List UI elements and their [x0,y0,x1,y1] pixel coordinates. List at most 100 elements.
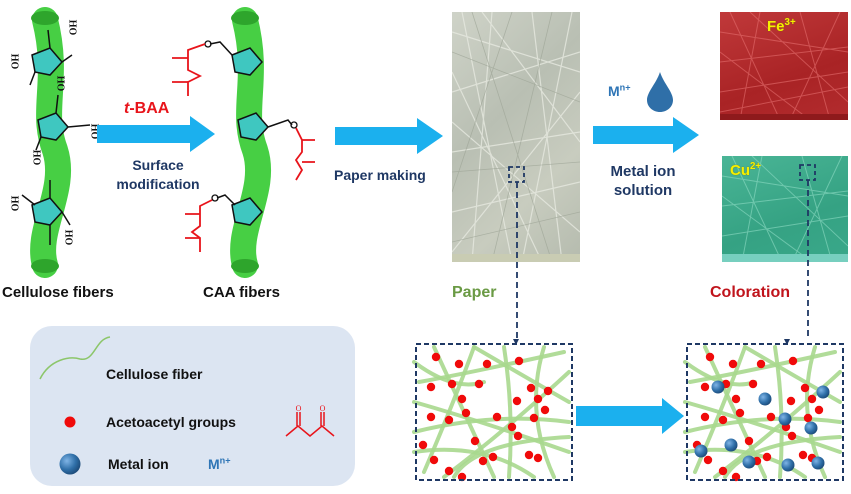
glucose-ring [37,112,70,141]
reagent-prefix: t [124,100,130,117]
paper-sheet-image [452,12,580,262]
acetoacetyl-dot [814,405,824,415]
acetoacetyl-dot [803,413,813,423]
metal-ion-sphere [758,392,772,406]
acetoacetyl-dot [426,412,436,422]
caa-fiber-structure [172,7,315,278]
glucose-ring [231,197,264,226]
fiber-strand [743,345,842,404]
metal-ion-arrow [593,117,699,153]
acetoacetyl-dot [444,466,454,476]
modification-arrow [97,116,215,152]
acetoacetyl-dot [461,408,471,418]
acetoacetyl-dot [800,383,810,393]
paper-caption: Paper [452,284,497,301]
hydroxyl-label: HO [66,19,78,36]
fiber-strand [417,350,566,384]
acetoacetyl-dot [474,379,484,389]
hydroxyl-label: HO [8,195,20,212]
acetoacetyl-dot [526,383,536,393]
fiber-strand [534,345,556,479]
acetoacetyl-dot [788,356,798,366]
hydroxyl-label: HO [62,229,74,246]
metal-ion-sphere [742,455,756,469]
acetoacetyl-dot [543,386,553,396]
acetoacetyl-dot [807,394,817,404]
acetoacetyl-group [294,127,315,181]
acetoacetyl-dot [533,453,543,463]
acetoacetyl-dot [513,431,523,441]
metal-symbol-base: M [208,456,220,472]
paper-making-label: Paper making [334,167,426,183]
hydroxyl-label: HO [8,53,20,70]
acetoacetyl-dot [766,412,776,422]
label-line: modification [116,176,200,192]
acetoacetyl-dot [492,412,502,422]
acetoacetyl-dot [787,431,797,441]
metal-ion-sphere [711,380,725,394]
legend-label-acetoacetyl: Acetoacetyl groups [106,414,236,430]
hydroxyl-label: HO [30,149,42,166]
metal-ion-sphere [778,412,792,426]
dashed-frame [415,343,573,481]
legend-panel: Cellulose fiber Acetoacetyl groups O O M… [30,326,355,486]
fiber-strand [683,416,842,434]
transformation-arrow [576,398,684,434]
fe-colored-paper: Fe3+ [720,12,848,120]
svg-text:O: O [296,404,302,413]
fiber-strand [412,416,571,434]
surface-modification-label: Surface modification [104,156,212,194]
acetoacetyl-dot [429,455,439,465]
red-dot-icon [64,416,76,428]
acetoacetyl-dot [514,356,524,366]
callout-pointer [513,339,519,345]
acetoacetyl-dot [529,413,539,423]
metal-ion-sphere [724,438,738,452]
acetoacetyl-dot [454,359,464,369]
dashed-frame [686,343,844,481]
label-line: solution [613,182,673,199]
acetoacetyl-dot [507,422,517,432]
paper-zoom-callout [508,166,525,339]
water-drop-icon [647,72,673,112]
acetoacetyl-dot [482,359,492,369]
acetoacetyl-dot [540,405,550,415]
metal-symbol-charge: n+ [219,455,231,466]
acetoacetyl-dot [457,394,467,404]
callout-pointer [784,339,790,345]
label-line: Metal ion [610,163,676,180]
acetoacetyl-dot [756,359,766,369]
metal-ion-sphere [804,421,818,435]
paper-making-arrow [335,118,443,154]
coloration-zoom-callout [799,164,816,339]
cellulose-fiber-line-icon [39,336,111,380]
acetoacetyl-dot [524,450,534,460]
reagent-suffix: -BAA [129,100,170,117]
acetoacetyl-dot [735,408,745,418]
cu-ion-label: Cu2+ [730,162,761,179]
acetoacetyl-dot [731,394,741,404]
acetoacetyl-dot [700,382,710,392]
fiber-strand [452,435,571,479]
glucose-ring [231,47,264,76]
metal-ion-sphere [811,456,825,470]
metal-ion-symbol: Mn+ [608,83,631,99]
metal-ion-charge: n+ [619,82,631,93]
metal-ion-solution-label: Metal ion solution [598,162,688,200]
fiber-strand [688,350,837,384]
metal-ion-sphere [816,385,830,399]
svg-text:O: O [320,404,326,413]
fiber-strand [422,345,476,474]
acetoacetyl-dot [700,412,710,422]
acetoacetyl-dot [533,394,543,404]
acetoacetyl-dot [426,382,436,392]
acetoacetyl-dot [705,352,715,362]
metal-ion-sphere-icon [59,453,81,475]
acetoacetyl-dot [718,415,728,425]
caa-fibers-caption: CAA fibers [203,284,280,301]
acetoacetyl-dot [762,452,772,462]
legend-metal-symbol: Mn+ [208,456,231,472]
metal-ion-base: M [608,83,620,99]
glucose-ring [31,47,64,76]
fiber-strand [412,400,571,454]
